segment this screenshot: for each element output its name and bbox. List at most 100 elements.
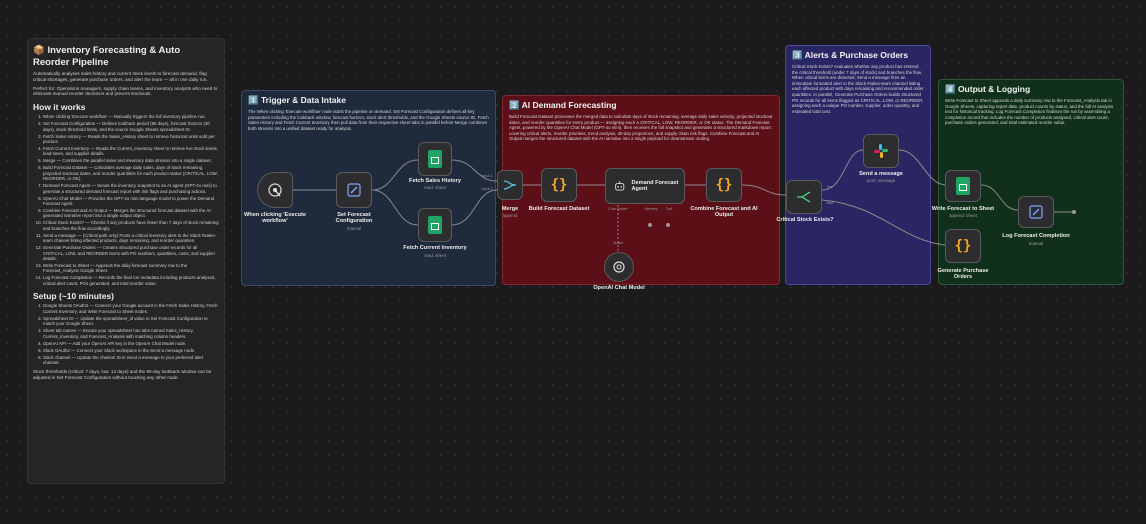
- build-dataset-node[interactable]: {}: [541, 168, 577, 202]
- doc-intro: Automatically analyses sales history and…: [33, 71, 208, 82]
- edge-slack-write: [898, 149, 946, 186]
- doc-title: 📦 Inventory Forecasting & Auto Reorder P…: [33, 45, 181, 68]
- combine-output-node[interactable]: {}: [706, 168, 742, 202]
- sticky-text: Build Forecast Dataset processes the mer…: [509, 114, 773, 142]
- pointer-click-icon: [268, 183, 282, 197]
- list-item: Send a message — (Critical path only) Po…: [43, 233, 219, 244]
- list-item: When clicking 'Execute workflow' — Manua…: [43, 114, 219, 119]
- robot-icon: [615, 181, 625, 191]
- log-completion-node[interactable]: [1018, 196, 1054, 228]
- list-item: Google Sheets OAuth2 — Connect your Goog…: [43, 303, 219, 314]
- merge-icon: [503, 180, 517, 190]
- generate-po-node[interactable]: {}: [945, 229, 981, 263]
- demand-agent-node[interactable]: Demand Forecast Agent: [605, 168, 685, 204]
- list-item: Write Forecast to Sheet — Appends the da…: [43, 263, 219, 274]
- list-item: OpenAI API — Add your OpenAI API key in …: [43, 341, 219, 346]
- merge-input1: Input 1: [481, 174, 493, 178]
- slack-send-node[interactable]: [863, 134, 899, 168]
- agent-tool-port: Tool: [665, 207, 673, 211]
- trigger-label: When clicking 'Execute workflow': [244, 212, 306, 225]
- pencil-icon: [347, 183, 361, 197]
- merge-node[interactable]: [497, 170, 523, 200]
- sticky-text: The When clicking 'Execute workflow' nod…: [248, 109, 489, 131]
- list-item: Fetch Current Inventory — Reads the Curr…: [43, 146, 219, 157]
- sales-sublabel: read: sheet: [424, 185, 446, 190]
- edge-config-sales: [371, 159, 419, 191]
- memory-connector[interactable]: [648, 223, 652, 227]
- setup-heading: Setup (~10 minutes): [33, 291, 115, 302]
- openai-chat-model-node[interactable]: [604, 252, 634, 282]
- log-sublabel: manual: [1028, 241, 1044, 246]
- list-item: OpenAI Chat Model — Provides the GPT-4o …: [43, 196, 219, 207]
- google-sheets-icon: [428, 150, 442, 168]
- merge-sublabel: append: [502, 213, 518, 218]
- write-sublabel: append: sheet: [949, 213, 977, 218]
- sticky-title: 2️⃣ AI Demand Forecasting: [509, 100, 617, 110]
- set-config-node[interactable]: [336, 172, 372, 208]
- list-item: Sheet tab names — Ensure your spreadshee…: [43, 328, 219, 339]
- log-label: Log Forecast Completion: [1002, 233, 1070, 239]
- merge-input2: Input 2: [481, 187, 493, 191]
- list-item: Slack channel — Update the channel ID in…: [43, 355, 219, 366]
- true-port: true: [827, 185, 833, 189]
- list-item: Fetch Sales History — Reads the Sales_Hi…: [43, 134, 219, 145]
- sticky-title: 3️⃣ Alerts & Purchase Orders: [792, 50, 909, 60]
- sales-label: Fetch Sales History: [409, 178, 461, 184]
- critical-label: Critical Stock Exists?: [776, 217, 834, 223]
- list-item: Generate Purchase Orders — Creates struc…: [43, 245, 219, 261]
- doc-perfect-for: Perfect for: Operations managers, supply…: [33, 85, 218, 97]
- edge-combine-critical: [741, 184, 787, 196]
- edge-write-log: [980, 184, 1019, 211]
- merge-label: Merge: [501, 206, 519, 212]
- edge-critical-po: [821, 199, 946, 246]
- fetch-sales-node[interactable]: [418, 142, 452, 176]
- branch-icon: [797, 191, 811, 203]
- list-item: Set Forecast Configuration — Defines loo…: [43, 121, 219, 132]
- po-label: Generate Purchase Orders: [937, 268, 989, 281]
- how-it-works-list: When clicking 'Execute workflow' — Manua…: [33, 114, 219, 286]
- manual-trigger-node[interactable]: [257, 172, 293, 208]
- tool-connector[interactable]: [666, 223, 670, 227]
- list-item: Build Forecast Dataset — Calculates aver…: [43, 165, 219, 181]
- edge-critical-slack: [821, 149, 864, 191]
- edge-config-inventory: [371, 189, 419, 226]
- edge-inventory-merge: [451, 189, 498, 226]
- sticky-title: 4️⃣ Output & Logging: [945, 84, 1031, 94]
- sticky-alerts-purchase-orders[interactable]: 3️⃣ Alerts & Purchase Orders Critical St…: [785, 45, 931, 285]
- how-it-works-heading: How it works: [33, 102, 86, 113]
- inventory-label: Fetch Current Inventory: [403, 245, 467, 251]
- doc-footer: Stock thresholds (critical: 7 days, low:…: [33, 369, 212, 381]
- fetch-inventory-node[interactable]: [418, 208, 452, 242]
- model-label: OpenAI Chat Model: [593, 285, 645, 291]
- slack-sublabel: post: message: [866, 178, 896, 183]
- list-item: Combine Forecast and AI Output — Merges …: [43, 208, 219, 219]
- write-label: Write Forecast to Sheet: [931, 206, 995, 212]
- slack-icon: [874, 144, 888, 158]
- output-connector[interactable]: [1072, 210, 1076, 214]
- list-item: Demand Forecast Agent — Sends the invent…: [43, 183, 219, 194]
- slack-label: Send a message: [859, 171, 903, 177]
- google-sheets-icon: [956, 177, 970, 195]
- google-sheets-icon: [428, 216, 442, 234]
- code-braces-icon: {}: [715, 177, 733, 193]
- list-item: Spreadsheet ID — Update the spreadsheet_…: [43, 316, 219, 327]
- openai-icon: [613, 261, 625, 273]
- write-sheet-node[interactable]: [945, 170, 981, 202]
- code-braces-icon: {}: [954, 238, 972, 254]
- setup-list: Google Sheets OAuth2 — Connect your Goog…: [33, 303, 219, 365]
- list-item: Slack OAuth2 — Connect your Slack worksp…: [43, 348, 219, 353]
- list-item: Merge — Combines the parallel sales and …: [43, 158, 219, 163]
- code-braces-icon: {}: [550, 177, 568, 193]
- sticky-text: Write Forecast to Sheet appends a daily …: [945, 98, 1114, 126]
- combine-label: Combine Forecast and AI Output: [690, 206, 758, 219]
- agent-chat-port: Chat Model*: [608, 207, 628, 211]
- inventory-sublabel: read: sheet: [424, 253, 446, 258]
- config-sublabel: manual: [346, 226, 362, 231]
- build-label: Build Forecast Dataset: [528, 206, 590, 212]
- documentation-note[interactable]: 📦 Inventory Forecasting & Auto Reorder P…: [27, 38, 225, 484]
- false-port: false: [826, 201, 834, 205]
- agent-memory-port: Memory: [644, 207, 658, 211]
- critical-stock-if-node[interactable]: [786, 180, 822, 214]
- list-item: Log Forecast Completion — Records the fi…: [43, 275, 219, 286]
